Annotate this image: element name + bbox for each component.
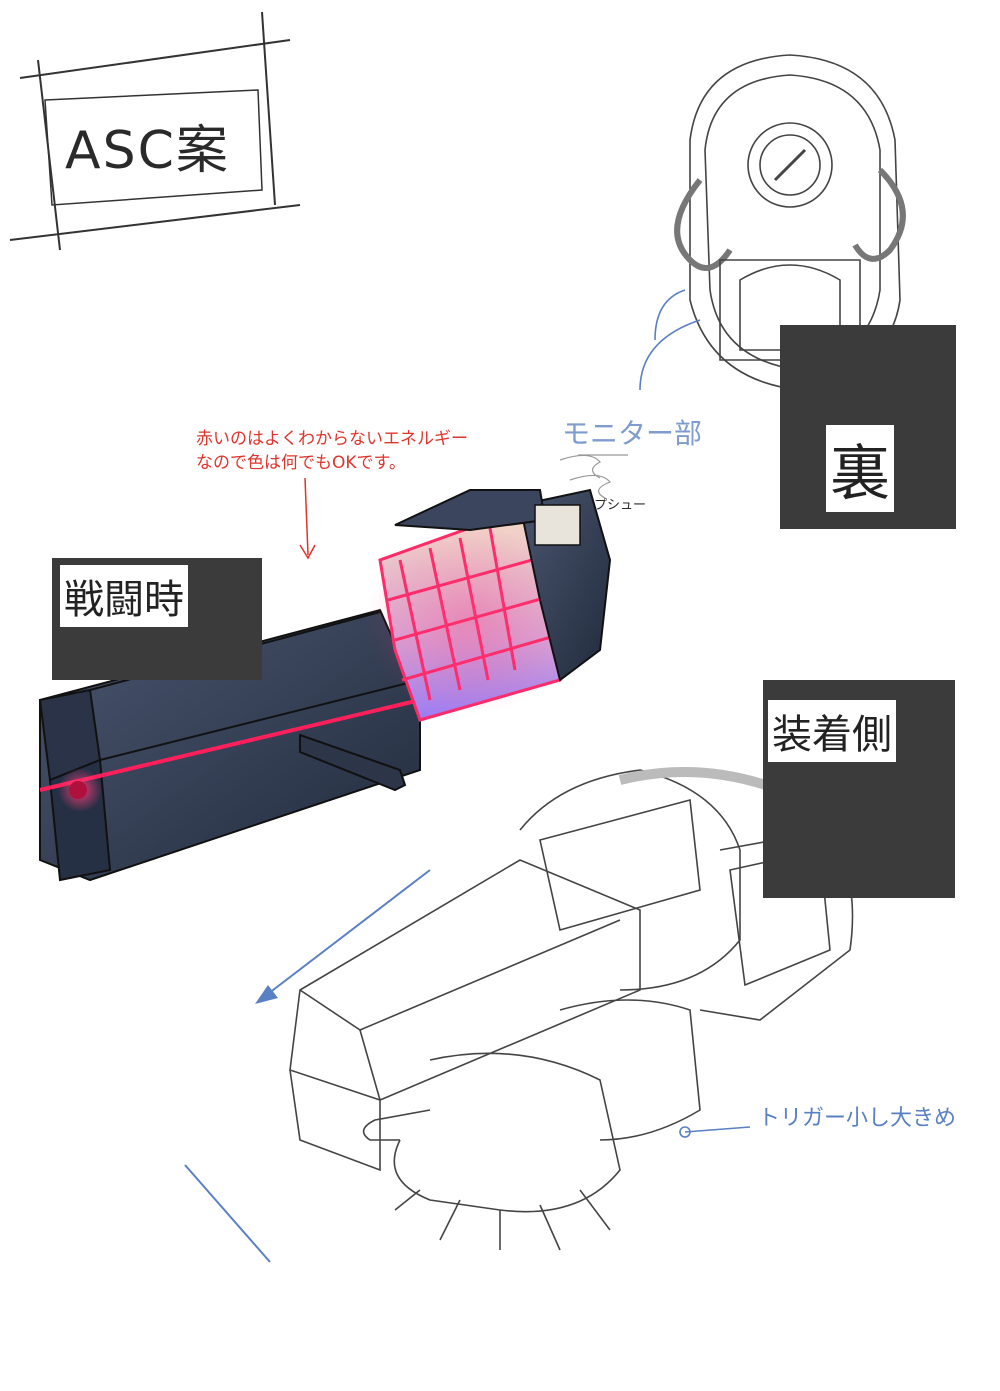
battle-label: 戦闘時 (60, 565, 188, 627)
monitor-note: モニター部 (562, 417, 703, 450)
direction-arrow (259, 869, 431, 1001)
back-label: 裏 (826, 425, 894, 512)
energy-note-line1: 赤いのはよくわからないエネルギー (196, 429, 468, 449)
title-frame (9, 11, 301, 251)
monitor-pointer-line-2 (654, 289, 686, 341)
monitor-pointer-line (639, 319, 701, 391)
steam-squiggle (559, 454, 628, 499)
trigger-pointer-dot (679, 1126, 691, 1138)
energy-note-arrow (299, 477, 316, 560)
pshu-note: プシュー (594, 498, 647, 513)
trigger-pointer-line (684, 1126, 751, 1133)
direction-arrowhead (255, 985, 278, 1004)
energy-note-line2: なので色は何でもOKです。 (196, 453, 406, 473)
page-title: ASC案 (65, 121, 230, 181)
trigger-note: トリガー小し大きめ (758, 1106, 957, 1131)
battle-device-illustration (38, 488, 612, 882)
wearing-side-label: 装着側 (768, 700, 896, 762)
guide-line (184, 1164, 271, 1263)
